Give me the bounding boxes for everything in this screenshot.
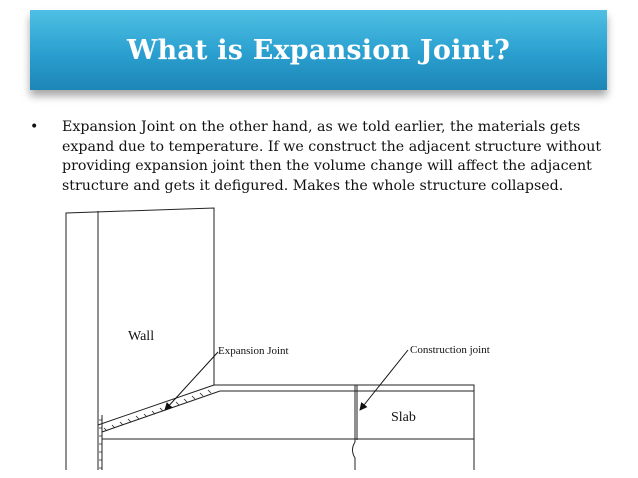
construction-joint bbox=[352, 385, 356, 470]
bullet-item: • Expansion Joint on the other hand, as … bbox=[30, 118, 615, 196]
slab-label: Slab bbox=[391, 410, 416, 425]
construction-joint-label: Construction joint bbox=[410, 344, 490, 356]
bullet-paragraph: Expansion Joint on the other hand, as we… bbox=[62, 119, 602, 194]
haunch-line-inner bbox=[101, 390, 221, 433]
expansion-joint-hatch bbox=[99, 389, 212, 469]
slide-title: What is Expansion Joint? bbox=[126, 34, 511, 66]
slab-top bbox=[214, 384, 475, 470]
wall-outline bbox=[65, 207, 215, 470]
wall-label: Wall bbox=[128, 329, 154, 344]
title-banner: What is Expansion Joint? bbox=[30, 10, 607, 90]
expansion-joint-label: Expansion Joint bbox=[218, 345, 289, 357]
expansion-joint-arrow bbox=[164, 351, 219, 411]
haunch-line-outer bbox=[97, 384, 215, 426]
construction-joint-arrow bbox=[359, 349, 409, 411]
bullet-symbol: • bbox=[30, 119, 39, 135]
